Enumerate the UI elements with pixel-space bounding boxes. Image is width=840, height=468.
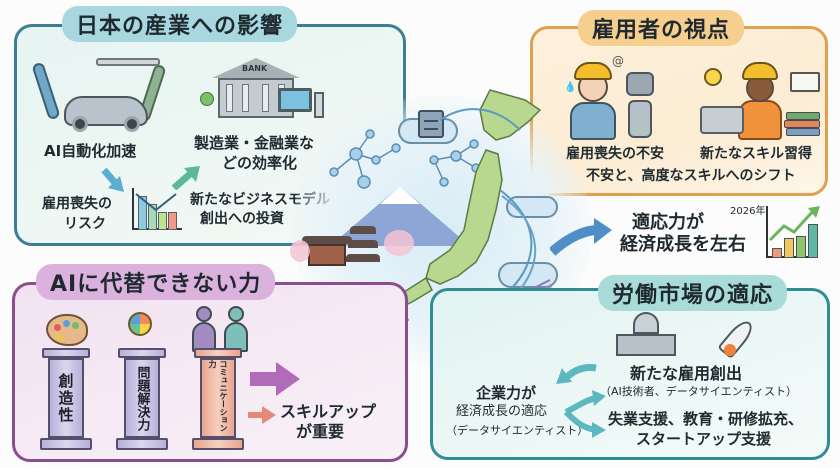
- anxiety-label: 雇用喪失の不安: [566, 146, 664, 162]
- computer-tower-icon: [314, 92, 324, 118]
- open-book-icon: [790, 72, 820, 92]
- growth-arrow-icon: [550, 218, 612, 256]
- temple-roof: [302, 236, 352, 244]
- pagoda-roof: [346, 254, 380, 262]
- network-graph-icon: [329, 129, 481, 189]
- job-loss-label-line2: リスク: [64, 216, 106, 232]
- employee-summary: 不安と、高度なスキルへのシフト: [586, 168, 796, 184]
- pillar-communication-label: コミュニケーション力: [208, 360, 228, 432]
- corporate-line2: 経済成長の適応: [456, 404, 548, 419]
- pillar-cap: [42, 348, 90, 358]
- cherry-blossom-icon: [384, 230, 414, 256]
- arrow-down-icon: [101, 167, 124, 192]
- pillar-problem-solving-label: 問題解決力: [134, 365, 150, 431]
- sweat-drop-icon: 💧: [564, 82, 577, 93]
- capitol-dome-icon: [633, 312, 659, 334]
- car-wheel-icon: [72, 116, 88, 132]
- book-stack-icon: [786, 128, 820, 136]
- skillup-line1: スキルアップ: [280, 402, 377, 421]
- investment-label-line2: 創出への投資: [200, 211, 284, 227]
- factory-pipe-icon: [96, 58, 160, 66]
- small-arrow-right-icon: [248, 406, 276, 424]
- pillar-cap: [118, 348, 166, 358]
- laptop-icon: [700, 106, 744, 134]
- worker-body: [738, 100, 782, 140]
- adaptability-line1: 適応力が: [632, 212, 704, 233]
- curved-arrow-left-icon: [556, 364, 597, 384]
- pillar-creativity: 創造性: [48, 358, 84, 438]
- car-wheel-icon: [124, 116, 140, 132]
- adaptability-line2: 経済成長を左右: [620, 234, 746, 255]
- skillup-line2: が重要: [296, 422, 345, 441]
- bank-sign: BANK: [242, 64, 268, 73]
- server-icon: [418, 110, 444, 138]
- branch-arrow-icon: [564, 390, 606, 438]
- capitol-building-icon: [616, 334, 676, 356]
- arrow-up-icon: [172, 166, 200, 190]
- cherry-blossom-icon: [290, 240, 310, 262]
- industry-panel-title: 日本の産業への影響: [62, 6, 298, 42]
- pillar-problem-solving: 問題解決力: [124, 358, 160, 438]
- cloud-icon: [506, 196, 558, 218]
- bank-roof: [212, 58, 300, 78]
- rocket-flame-icon: [724, 344, 736, 356]
- pagoda-roof: [348, 240, 378, 248]
- efficiency-label-line1: 製造業・金融業な: [194, 134, 315, 152]
- corporate-line3: （データサイエンティスト）: [446, 424, 589, 437]
- support-line1: 失業支援、教育・研修拡充、: [608, 410, 804, 428]
- automation-label: AI自動化加速: [44, 142, 137, 160]
- hard-hat-icon: [574, 62, 612, 80]
- job-creation-examples: （AI技術者、データサイエンティスト）: [600, 385, 797, 398]
- lightbulb-icon: [704, 68, 722, 86]
- year-label: 2026年: [730, 206, 766, 217]
- growth-bar-chart: [766, 206, 820, 258]
- labor-panel-title: 労働市場の適応: [598, 275, 788, 311]
- labor-market-panel: [430, 288, 830, 460]
- lightbulb-puzzle-icon: [128, 312, 152, 336]
- worker-body: [570, 102, 616, 140]
- handshake-icon: [192, 306, 248, 352]
- pagoda-roof: [350, 226, 376, 234]
- corporate-line1: 企業力が: [476, 384, 537, 402]
- pillar-base: [116, 438, 168, 450]
- computer-monitor-icon: [278, 88, 312, 112]
- pillar-base: [40, 438, 92, 450]
- robot-head-icon: [626, 72, 654, 96]
- big-arrow-right-icon: [250, 362, 300, 396]
- employee-panel-title: 雇用者の視点: [578, 10, 745, 46]
- pillar-communication: コミュニケーション力: [200, 358, 236, 438]
- support-line2: スタートアップ支援: [636, 430, 772, 448]
- pillar-base: [192, 438, 244, 450]
- mount-fuji-snow: [380, 186, 420, 204]
- reskill-label: 新たなスキル習得: [700, 146, 812, 162]
- pillar-creativity-label: 創造性: [56, 372, 75, 424]
- book-stack-icon: [784, 120, 820, 128]
- decline-recover-chart: [132, 188, 182, 230]
- palette-icon: [46, 314, 88, 346]
- hard-hat-icon: [742, 62, 778, 80]
- tree-icon: [200, 92, 214, 106]
- efficiency-label-line2: どの効率化: [222, 154, 298, 172]
- job-loss-label-line1: 雇用喪失の: [42, 196, 112, 212]
- confusion-swirl-icon: @: [612, 54, 624, 68]
- pillar-cap: [194, 348, 242, 358]
- irreplaceable-panel-title: AIに代替できない力: [36, 264, 276, 300]
- job-creation-label: 新たな雇用創出: [630, 364, 743, 383]
- book-stack-icon: [786, 112, 820, 120]
- robot-body-icon: [628, 100, 652, 138]
